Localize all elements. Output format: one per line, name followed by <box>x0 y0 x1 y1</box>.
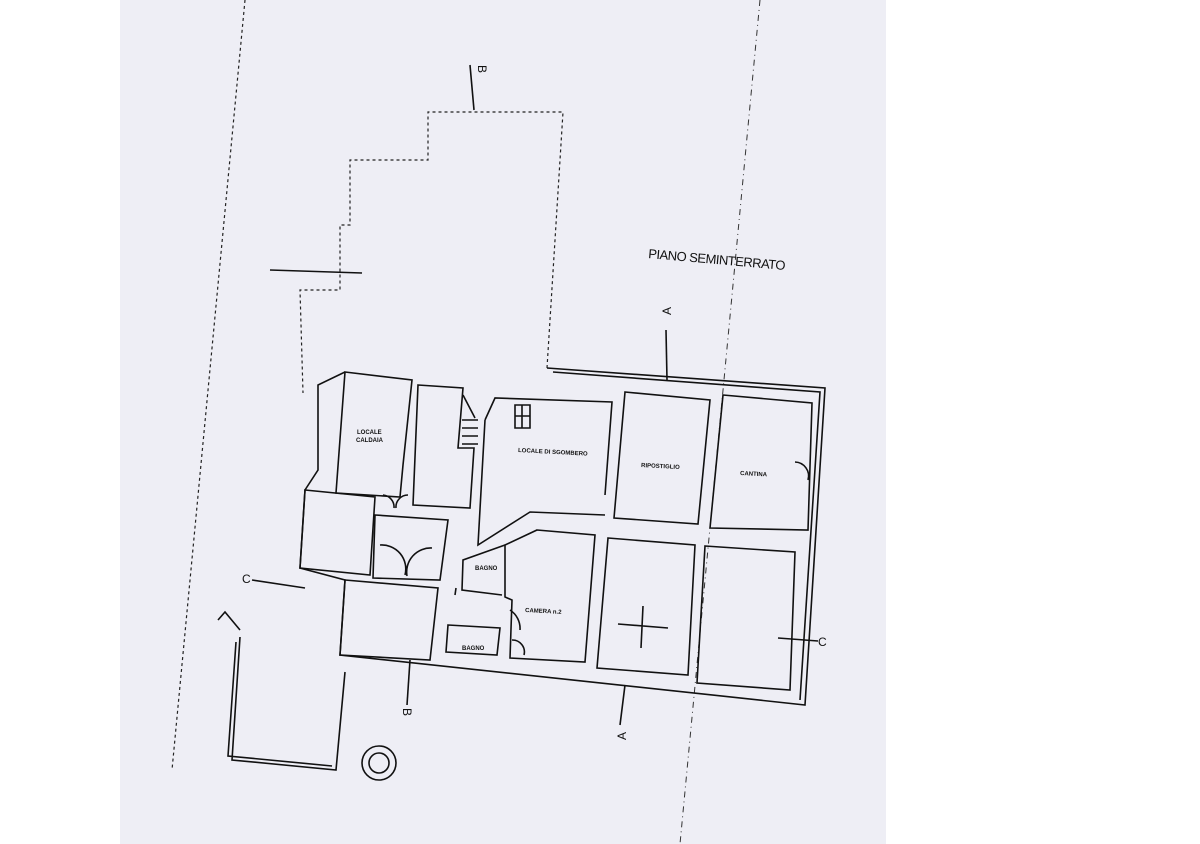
l-shaped-wall-end <box>217 610 241 631</box>
section-line-b-bottom <box>406 659 411 706</box>
label-ripostiglio: RIPOSTIGLIO <box>641 463 680 471</box>
room-stairs <box>412 384 475 509</box>
room-locale-caldaia <box>335 371 413 498</box>
label-locale-caldaia-2: CALDAIA <box>356 438 384 444</box>
room-lower-1 <box>596 537 696 676</box>
section-line-a-bottom <box>619 684 626 726</box>
section-label-c-left: C <box>242 572 251 586</box>
cross-mark <box>617 605 669 649</box>
room-entry <box>299 489 376 576</box>
section-line-c-left <box>251 579 306 589</box>
label-bagno-lower: BAGNO <box>462 646 485 652</box>
room-cantina <box>709 394 813 531</box>
room-lower-left <box>339 579 439 661</box>
boundary-dashed-line <box>171 0 246 771</box>
window-grid <box>514 404 531 429</box>
room-camera <box>504 529 596 663</box>
well-outer-circle <box>361 745 397 781</box>
room-bagno-upper <box>461 544 506 596</box>
door-swing <box>794 461 810 481</box>
section-label-a-bottom: A <box>615 732 629 740</box>
scanned-paper-sheet <box>120 0 886 844</box>
section-line-b-top <box>469 64 475 111</box>
label-locale-caldaia-1: LOCALE <box>357 430 382 436</box>
room-bagno-lower <box>445 624 501 656</box>
double-doors <box>379 494 433 577</box>
garden-outline <box>299 111 564 394</box>
l-shaped-wall <box>227 636 346 771</box>
room-double-door <box>372 514 449 581</box>
section-label-b-bottom: B <box>400 708 414 716</box>
section-label-b-top: B <box>475 65 489 73</box>
door-swings <box>454 587 526 656</box>
outer-wall-inner <box>552 371 821 701</box>
plan-title: PIANO SEMINTERRATO <box>648 246 786 273</box>
room-lower-2 <box>696 545 796 691</box>
outer-wall <box>299 367 826 706</box>
label-cantina: CANTINA <box>740 471 768 478</box>
label-locale-sgombero: LOCALE DI SGOMBERO <box>518 448 588 458</box>
section-label-c-right: C <box>818 635 827 649</box>
room-ripostiglio <box>613 391 711 525</box>
well-inner-circle <box>368 752 390 774</box>
section-line-c-right <box>777 637 819 642</box>
section-line-a-top <box>665 329 668 381</box>
stair-steps <box>462 394 478 445</box>
room-locale-di-sgombero <box>477 397 613 547</box>
section-label-a-top: A <box>660 307 674 315</box>
section-line-misc <box>269 269 363 274</box>
label-bagno-upper: BAGNO <box>475 566 498 572</box>
label-camera: CAMERA n.2 <box>525 608 562 616</box>
